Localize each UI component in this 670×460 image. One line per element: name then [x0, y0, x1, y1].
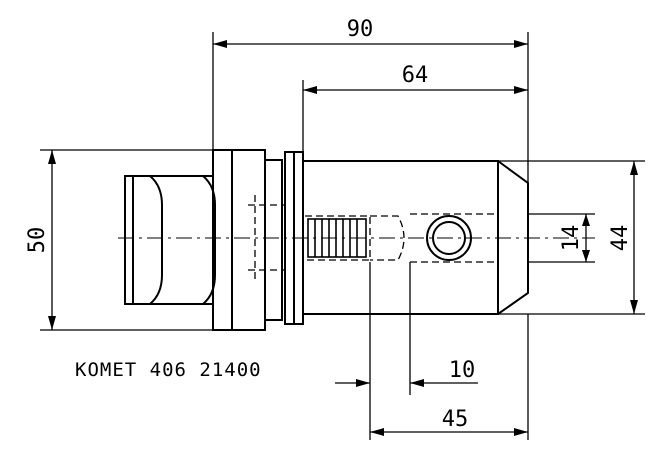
dim-shank-length: 64	[402, 63, 429, 88]
dim-shank-diameter: 44	[608, 225, 633, 252]
dim-overall-length: 90	[347, 17, 374, 42]
part-label: KOMET 406 21400	[75, 359, 262, 381]
dimension-arrows	[48, 40, 638, 436]
dim-bore-diameter: 14	[559, 225, 584, 252]
dim-flange-diameter: 50	[25, 227, 50, 254]
dim-hole-width: 10	[449, 358, 476, 383]
hidden-lines	[248, 195, 498, 280]
dim-hole-position: 45	[442, 407, 469, 432]
dimension-lines	[40, 32, 645, 440]
part-outline	[124, 149, 529, 331]
